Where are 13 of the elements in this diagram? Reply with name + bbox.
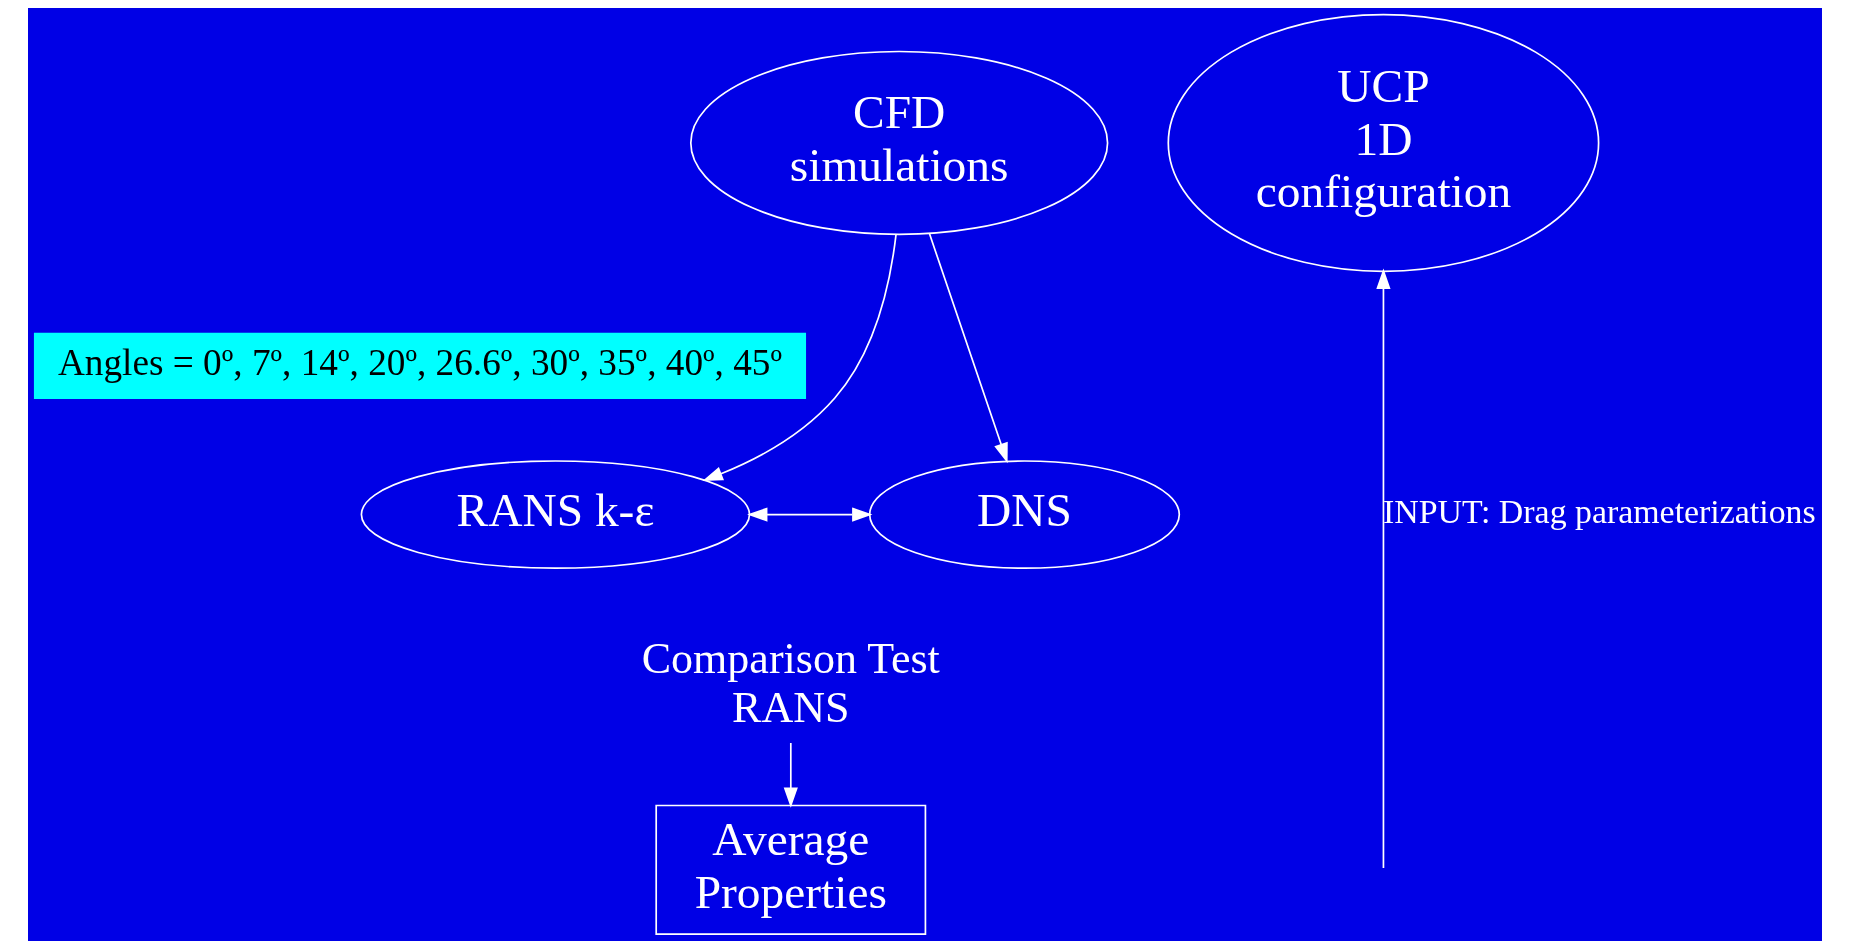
edge-label: INPUT: Drag parameterizations	[1382, 493, 1816, 531]
node-ellipse: RANS k-ε	[360, 460, 750, 569]
arrow	[701, 233, 897, 481]
node-ellipse: CFD simulations	[689, 50, 1108, 236]
node-ellipse: DNS	[868, 460, 1180, 569]
arrow	[928, 232, 1008, 464]
arrow	[783, 742, 798, 808]
arrow	[1375, 268, 1391, 869]
node-box: Angles = 0º, 7º, 14º, 20º, 26.6º, 30º, 35º, 40º, 45º	[33, 332, 806, 399]
node-text: Comparison Test RANS	[641, 634, 940, 733]
node-ellipse: UCP 1D configuration	[1166, 13, 1599, 273]
node-box: Average Properties	[654, 804, 926, 936]
arrow	[746, 507, 872, 522]
